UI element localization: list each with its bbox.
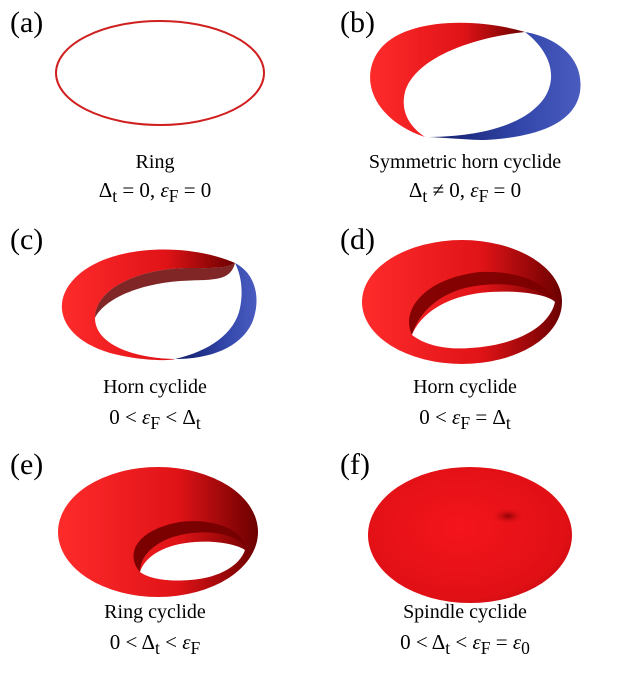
horn-cyclide-d-figure (362, 240, 562, 364)
panel-a-label: (a) (10, 6, 44, 39)
panel-f-condition: 0 < Δt < εF = ε0 (400, 630, 530, 659)
panel-f-title: Spindle cyclide (403, 601, 527, 623)
spindle-dimple (492, 508, 524, 524)
panel-e-label: (e) (10, 448, 44, 481)
hole-shadow (409, 271, 555, 335)
blue-crescent (175, 263, 257, 359)
hole (140, 541, 245, 581)
ring-cyclide-figure (58, 467, 258, 597)
hole (412, 291, 555, 349)
panel-f-label: (f) (340, 448, 370, 481)
red-body (61, 249, 235, 361)
panel-a-condition: Δt = 0, εF = 0 (98, 178, 212, 207)
blue-crescent (425, 32, 581, 140)
panel-d-condition: 0 < εF = Δt (419, 405, 511, 434)
spindle-cyclide-figure (368, 467, 572, 603)
panel-c: (c) Horn cyclide 0 < εF < Δt (0, 225, 310, 455)
panel-a: (a) Ring Δt = 0, εF = 0 (0, 0, 310, 230)
panel-e-title: Ring cyclide (104, 601, 206, 623)
panel-f: (f) Spindle cyclide 0 < Δt < εF = ε0 (310, 450, 620, 680)
panel-d-title: Horn cyclide (413, 376, 517, 398)
symmetric-horn-cyclide-figure (370, 22, 581, 140)
panel-b-condition: Δt ≠ 0, εF = 0 (408, 178, 522, 207)
panel-b-title: Symmetric horn cyclide (368, 151, 562, 173)
panel-e: (e) Ring cyclide 0 < Δt < εF (0, 450, 310, 680)
hole-shadow (133, 521, 245, 572)
red-inner-shadow (95, 263, 235, 318)
panel-e-condition: 0 < Δt < εF (109, 630, 201, 659)
panel-c-label: (c) (10, 223, 44, 256)
panel-c-title: Horn cyclide (103, 376, 207, 398)
horn-cyclide-c-figure (61, 249, 257, 361)
panel-b-label: (b) (340, 6, 375, 39)
red-crescent (370, 22, 525, 137)
panel-c-condition: 0 < εF < Δt (109, 405, 201, 434)
panel-d-label: (d) (340, 223, 375, 256)
panel-d: (d) Horn cyclide 0 < εF = Δt (310, 225, 620, 455)
ring-figure (55, 20, 265, 126)
ring-ellipse (55, 20, 265, 126)
red-spindle-body (368, 467, 572, 603)
panel-a-title: Ring (135, 151, 175, 173)
panel-b: (b) Symmetric horn cyclide Δt ≠ 0, εF = … (310, 0, 620, 230)
